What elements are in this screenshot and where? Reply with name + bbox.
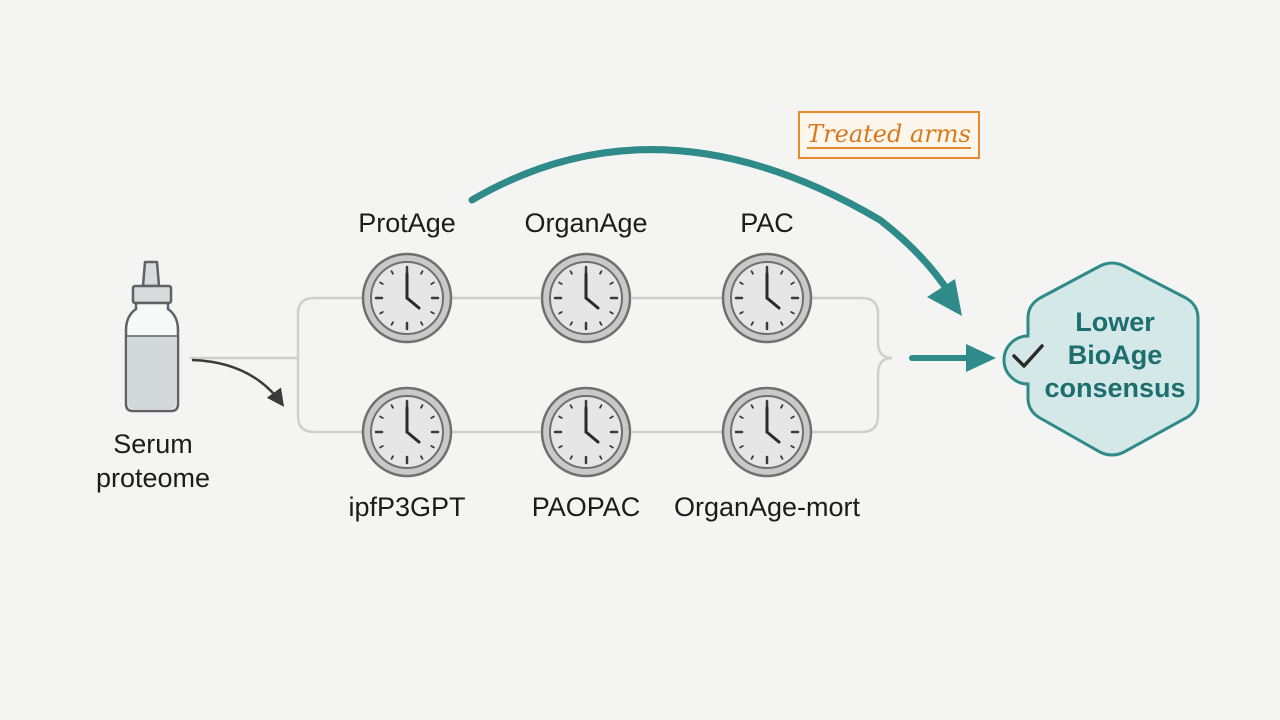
- clock-label-paopac: PAOPAC: [531, 492, 641, 522]
- serum-proteome-label: Serum proteome: [95, 429, 211, 493]
- clock-label-pac: PAC: [740, 208, 794, 238]
- checkmark-icon: [1012, 344, 1044, 368]
- consensus-arrowhead: [966, 344, 996, 372]
- treated-arms-label: Treated arms: [807, 120, 971, 149]
- clock-icon: [361, 386, 453, 478]
- clock-icon: [361, 252, 453, 344]
- connector-lines: [190, 296, 893, 434]
- serum-vial-icon: [124, 260, 180, 413]
- treated-arms-annotation: Treated arms: [798, 111, 980, 159]
- clock-group: [361, 252, 813, 478]
- clock-label-ipfp3gpt: ipfP3GPT: [348, 492, 466, 522]
- clock-icon: [540, 386, 632, 478]
- clock-icon: [721, 252, 813, 344]
- treated-arms-arrow: [468, 146, 954, 298]
- clock-icon: [540, 252, 632, 344]
- clock-icon: [721, 386, 813, 478]
- clock-label-organage-mort: OrganAge-mort: [673, 492, 861, 522]
- right-bracket: [812, 296, 893, 434]
- treated-arms-arrowhead: [927, 279, 962, 316]
- clock-label-protage: ProtAge: [358, 208, 456, 238]
- outcome-label: Lower BioAge consensus: [1044, 307, 1186, 403]
- clock-label-organage: OrganAge: [524, 208, 648, 238]
- outcome-hexagon: [1002, 261, 1200, 457]
- source-arrow: [191, 358, 285, 407]
- left-bracket: [296, 296, 362, 434]
